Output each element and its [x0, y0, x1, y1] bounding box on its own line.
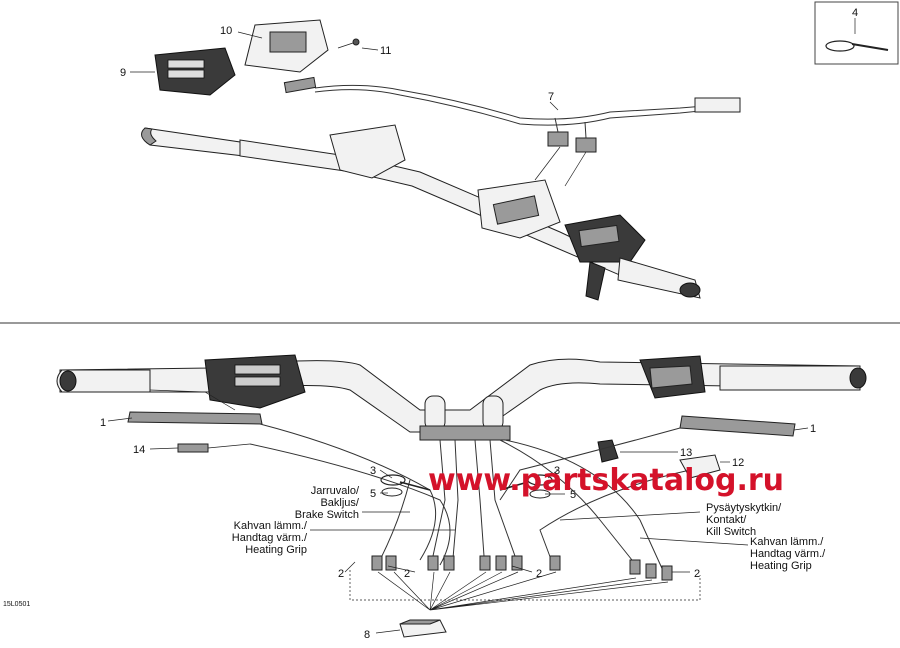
- bottom-handlebar-assembly: [56, 354, 867, 638]
- figure-id: 15L0501: [3, 601, 30, 608]
- callout-2-c: 2: [536, 568, 542, 580]
- callout-5-right: 5: [570, 489, 576, 501]
- label-kill-switch-line-3: Kill Switch: [706, 526, 756, 538]
- top-handlebar-assembly: [140, 19, 741, 301]
- callout-1-left: 1: [100, 417, 106, 429]
- callout-4: 4: [852, 7, 858, 19]
- callout-2-a: 2: [338, 568, 344, 580]
- label-heating-grip-right: Kahvan lämm./ Handtag värm./ Heating Gri…: [750, 536, 826, 572]
- label-heating-grip-right-line-3: Heating Grip: [750, 560, 812, 572]
- callout-10: 10: [220, 25, 232, 37]
- label-heating-grip-left-line-3: Heating Grip: [245, 544, 307, 556]
- label-brake-switch-line-2: Bakljus/: [320, 497, 359, 509]
- item-4-box: [814, 1, 899, 65]
- label-brake-switch-line-1: Jarruvalo/: [311, 485, 360, 497]
- connector-set-right: [479, 555, 673, 581]
- label-heating-grip-left: Kahvan lämm./ Handtag värm./ Heating Gri…: [232, 520, 308, 556]
- callout-8: 8: [364, 629, 370, 641]
- callout-13: 13: [680, 447, 692, 459]
- label-heating-grip-left-line-2: Handtag värm./: [232, 532, 308, 544]
- callout-1-right: 1: [810, 423, 816, 435]
- callout-14: 14: [133, 444, 145, 456]
- label-brake-switch-line-3: Brake Switch: [295, 509, 359, 521]
- label-kill-switch: Pysäytyskytkin/ Kontakt/ Kill Switch: [706, 502, 782, 538]
- callout-12: 12: [732, 457, 744, 469]
- leader-lines: [107, 31, 809, 634]
- callout-3-right: 3: [554, 465, 560, 477]
- label-kill-switch-line-1: Pysäytyskytkin/: [706, 502, 782, 514]
- label-heating-grip-right-line-1: Kahvan lämm./: [750, 536, 824, 548]
- label-brake-switch: Jarruvalo/ Bakljus/ Brake Switch: [295, 485, 360, 521]
- connector-set-left: [371, 555, 455, 571]
- label-kill-switch-line-2: Kontakt/: [706, 514, 747, 526]
- callout-7: 7: [548, 91, 554, 103]
- callout-9: 9: [120, 67, 126, 79]
- callout-3-left: 3: [370, 465, 376, 477]
- watermark-text: www.partskatalog.ru: [428, 463, 784, 498]
- label-heating-grip-right-line-2: Handtag värm./: [750, 548, 826, 560]
- callout-2-b: 2: [404, 568, 410, 580]
- label-heating-grip-left-line-1: Kahvan lämm./: [234, 520, 308, 532]
- callout-11: 11: [380, 45, 391, 57]
- callout-5-left: 5: [370, 488, 376, 500]
- cable-tie-icon: [825, 40, 889, 52]
- callout-2-d: 2: [694, 568, 700, 580]
